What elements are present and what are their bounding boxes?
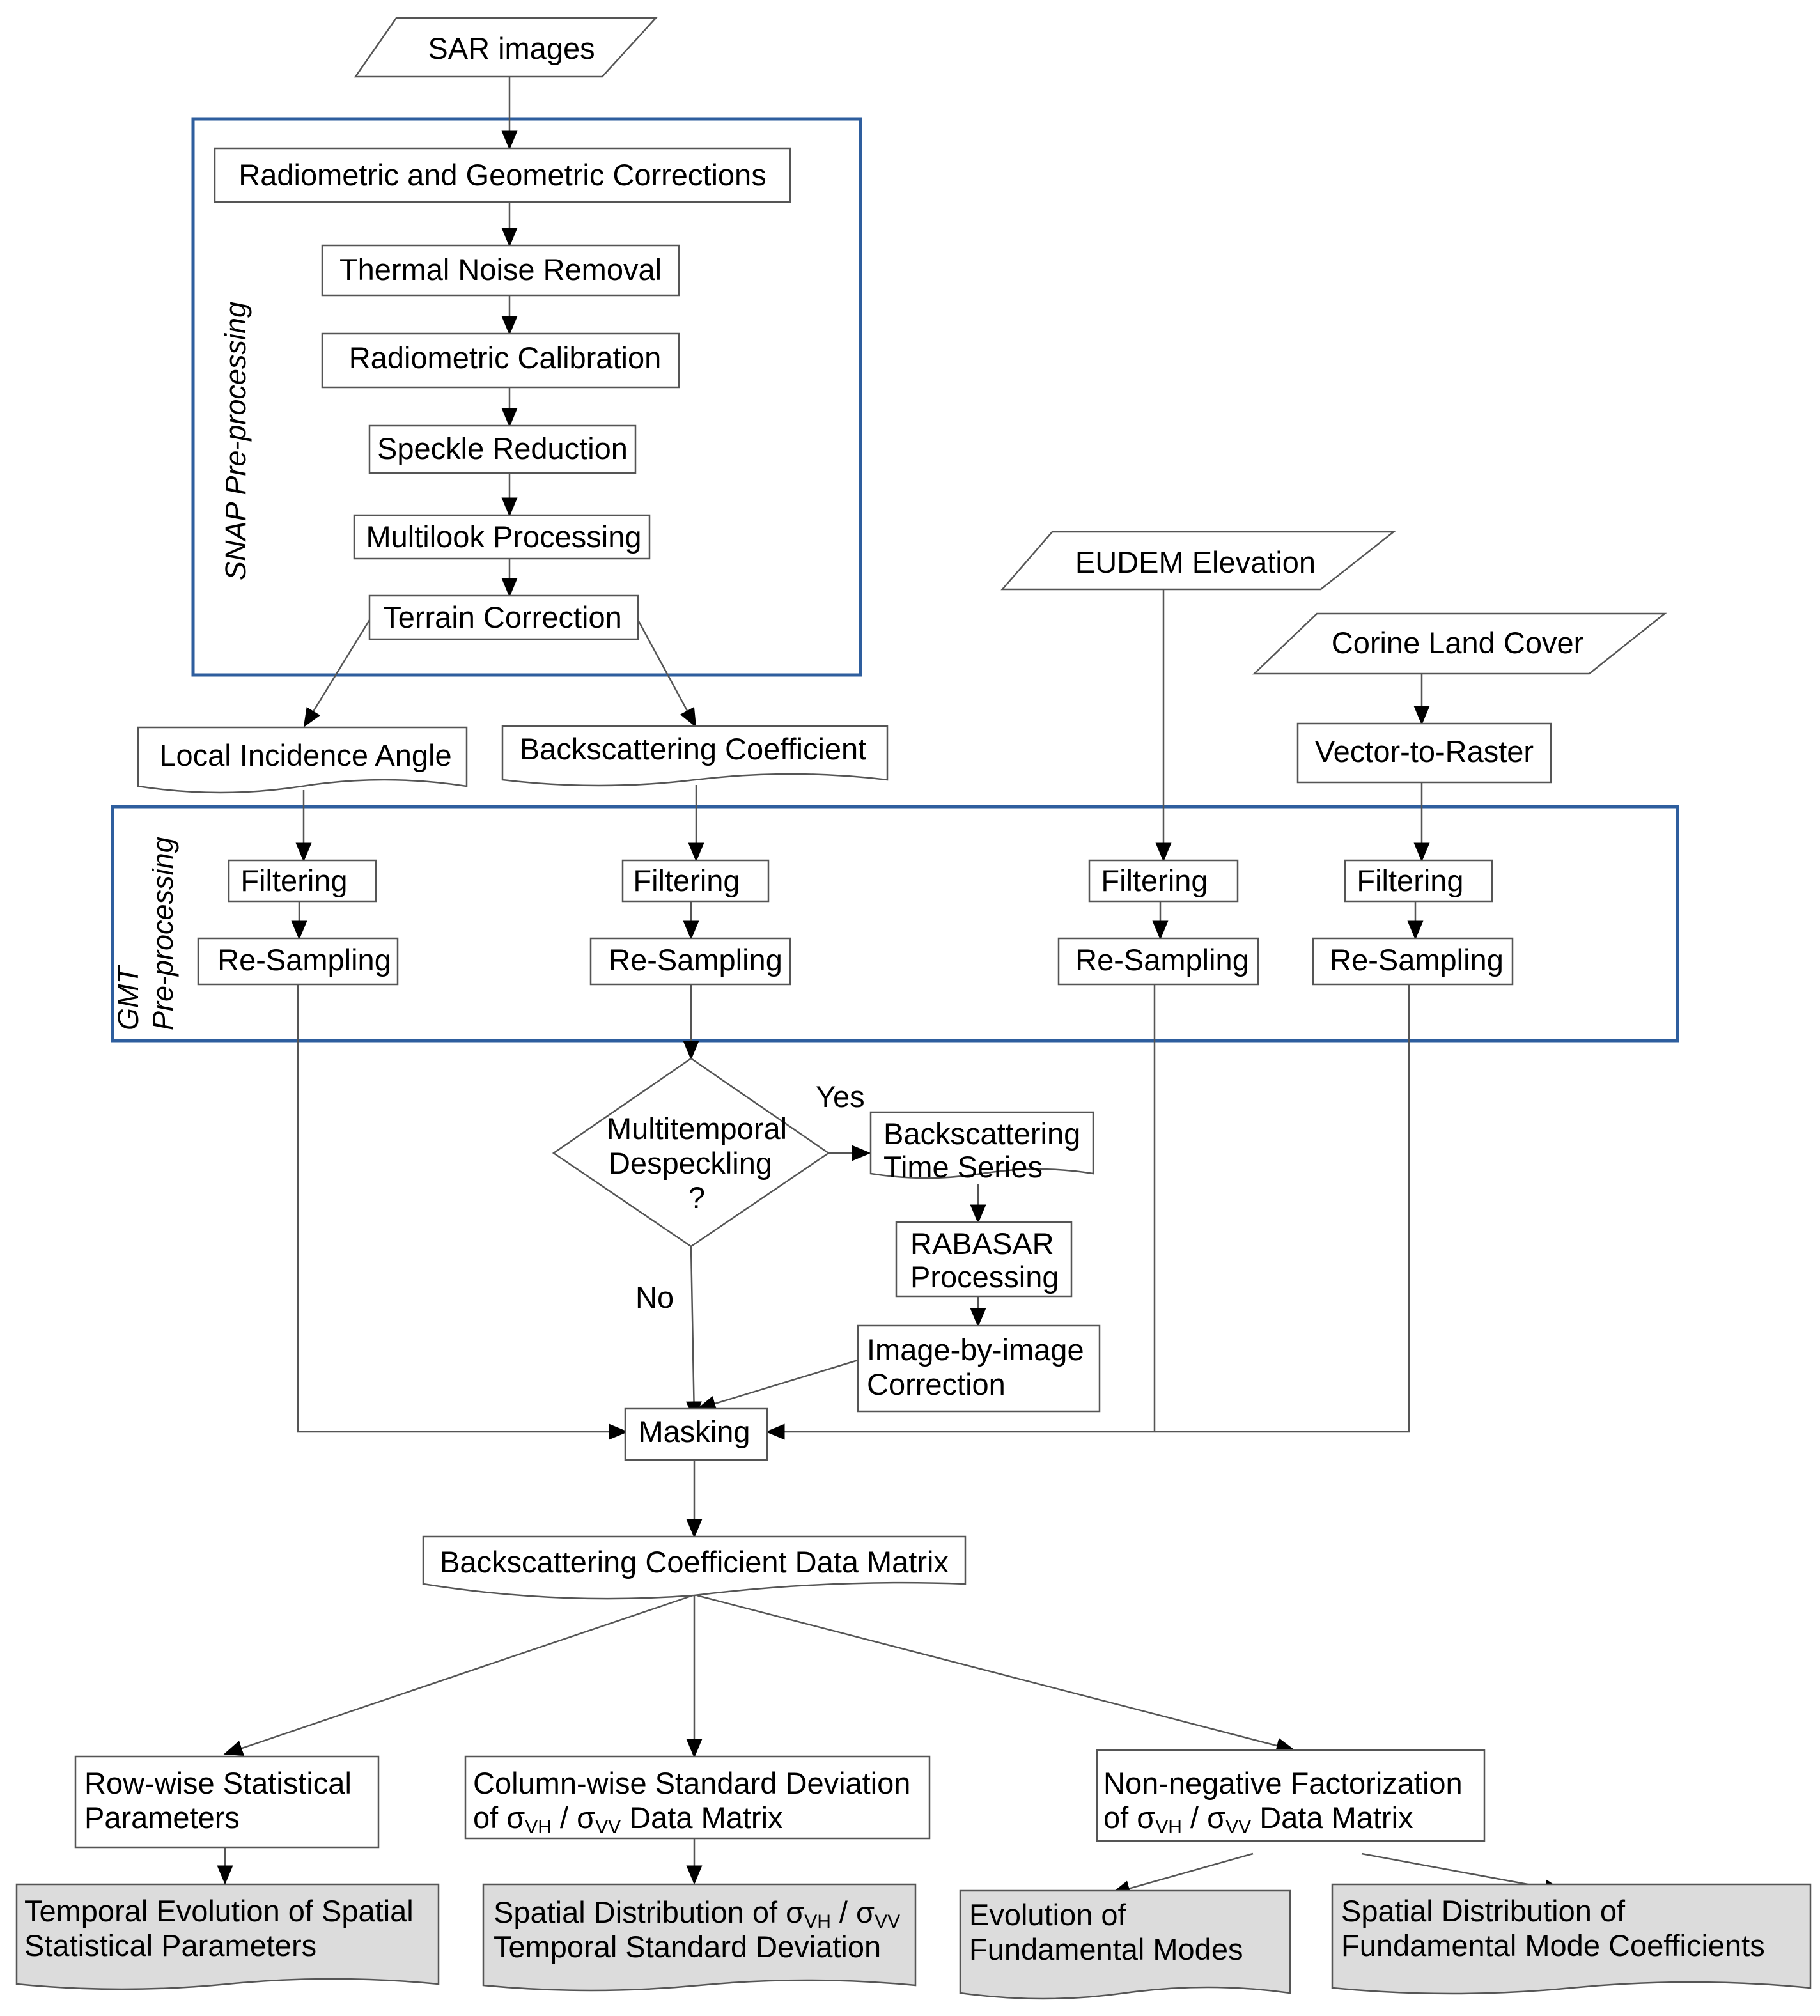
step-resampling-3-label: Re-Sampling bbox=[1075, 943, 1249, 977]
step-resampling-1: Re-Sampling bbox=[197, 937, 399, 986]
spatial-std-line1: Spatial Distribution of σVH / σVV bbox=[494, 1895, 900, 1932]
product-local-incidence-angle-label: Local Incidence Angle bbox=[159, 738, 451, 772]
input-sar-images: SAR images bbox=[354, 17, 658, 78]
step-filtering-3-label: Filtering bbox=[1101, 864, 1208, 897]
edge-nmf-to-modes bbox=[1110, 1852, 1254, 1896]
edge-resample1-to-masking bbox=[297, 984, 628, 1440]
step-multilook-label: Multilook Processing bbox=[366, 520, 641, 554]
step-filtering-2: Filtering bbox=[621, 859, 770, 903]
rabasar-line2: Processing bbox=[910, 1260, 1059, 1294]
step-resampling-1-label: Re-Sampling bbox=[217, 943, 391, 977]
step-filtering-2-label: Filtering bbox=[633, 864, 740, 897]
step-resampling-2-label: Re-Sampling bbox=[609, 943, 782, 977]
input-sar-images-label: SAR images bbox=[428, 31, 595, 65]
step-filtering-3: Filtering bbox=[1088, 859, 1239, 903]
decision-line1: Multitemporal bbox=[607, 1112, 787, 1145]
snap-group-border bbox=[191, 117, 862, 677]
decision-multitemporal-despeckling: Multitemporal Despeckling ? bbox=[552, 1057, 830, 1248]
decision-line2: Despeckling bbox=[609, 1146, 772, 1180]
data-matrix-label: Backscattering Coefficient Data Matrix bbox=[440, 1545, 949, 1579]
gmt-group-label-line2: Pre-processing bbox=[146, 837, 179, 1030]
step-terrain-correction: Terrain Correction bbox=[368, 594, 639, 640]
masking-label: Masking bbox=[638, 1415, 750, 1448]
step-resampling-3: Re-Sampling bbox=[1057, 937, 1259, 986]
product-local-incidence-angle: Local Incidence Angle bbox=[137, 726, 468, 794]
decision-no-label: No bbox=[635, 1280, 674, 1314]
colwise-line2: of σVH / σVV Data Matrix bbox=[473, 1801, 783, 1838]
step-radiometric-geometric-label: Radiometric and Geometric Corrections bbox=[238, 158, 766, 192]
output-spatial-distribution-std: Spatial Distribution of σVH / σVV Tempor… bbox=[482, 1883, 917, 1992]
input-eudem-label: EUDEM Elevation bbox=[1075, 545, 1316, 579]
edge-decision-no bbox=[685, 1246, 702, 1421]
temporal-line2: Statistical Parameters bbox=[24, 1928, 316, 1962]
edges bbox=[217, 77, 1564, 1896]
temporal-line1: Temporal Evolution of Spatial bbox=[24, 1894, 414, 1928]
step-resampling-2: Re-Sampling bbox=[589, 937, 791, 986]
gmt-group-label-line1: GMT bbox=[112, 965, 144, 1030]
spatial-std-line2: Temporal Standard Deviation bbox=[494, 1930, 881, 1964]
step-radiometric-calibration-label: Radiometric Calibration bbox=[349, 341, 661, 375]
product-backscattering-coefficient: Backscattering Coefficient bbox=[501, 725, 889, 787]
analysis-nmf: Non-negative Factorization of σVH / σVV … bbox=[1096, 1749, 1486, 1842]
step-radiometric-calibration: Radiometric Calibration bbox=[321, 332, 680, 389]
step-filtering-4: Filtering bbox=[1344, 859, 1493, 903]
edge-terrain-to-incidence bbox=[303, 619, 371, 728]
edge-datamatrix-to-nmf bbox=[696, 1594, 1296, 1754]
step-filtering-1-label: Filtering bbox=[240, 864, 347, 897]
product-backscattering-coefficient-label: Backscattering Coefficient bbox=[520, 732, 867, 766]
decision-line3: ? bbox=[688, 1181, 705, 1214]
step-image-by-image-correction: Image-by-image Correction bbox=[857, 1324, 1101, 1413]
step-resampling-4: Re-Sampling bbox=[1312, 937, 1514, 986]
step-rabasar-processing: RABASAR Processing bbox=[895, 1221, 1073, 1298]
step-filtering-1: Filtering bbox=[228, 859, 377, 903]
input-eudem-elevation: EUDEM Elevation bbox=[1000, 531, 1396, 591]
rabasar-line1: RABASAR bbox=[910, 1227, 1054, 1260]
gmt-group-border bbox=[111, 805, 1679, 1043]
step-masking: Masking bbox=[624, 1407, 768, 1461]
step-vector-to-raster: Vector-to-Raster bbox=[1296, 722, 1552, 784]
edge-correction-to-masking bbox=[696, 1359, 859, 1411]
coeff-line2: Fundamental Mode Coefficients bbox=[1341, 1928, 1765, 1962]
product-backscattering-time-series: Backscattering Time Series bbox=[869, 1111, 1094, 1184]
colwise-line1: Column-wise Standard Deviation bbox=[473, 1766, 910, 1800]
input-corine-label: Corine Land Cover bbox=[1332, 626, 1584, 660]
output-mode-coefficients: Spatial Distribution of Fundamental Mode… bbox=[1331, 1883, 1812, 1995]
correction-line2: Correction bbox=[867, 1367, 1006, 1401]
snap-group-label: SNAP Pre-processing bbox=[219, 302, 252, 580]
modes-line2: Fundamental Modes bbox=[969, 1932, 1243, 1966]
nmf-line1: Non-negative Factorization bbox=[1103, 1766, 1463, 1800]
step-terrain-correction-label: Terrain Correction bbox=[383, 600, 622, 634]
step-filtering-4-label: Filtering bbox=[1357, 864, 1463, 897]
edge-datamatrix-to-rowwise bbox=[223, 1594, 694, 1756]
step-thermal-noise-removal: Thermal Noise Removal bbox=[321, 244, 680, 297]
analysis-rowwise-statistics: Row-wise Statistical Parameters bbox=[74, 1755, 380, 1849]
time-series-line2: Time Series bbox=[883, 1150, 1043, 1184]
step-speckle-reduction: Speckle Reduction bbox=[368, 424, 637, 474]
step-vector-to-raster-label: Vector-to-Raster bbox=[1315, 734, 1534, 768]
step-resampling-4-label: Re-Sampling bbox=[1330, 943, 1504, 977]
product-data-matrix: Backscattering Coefficient Data Matrix bbox=[422, 1535, 967, 1600]
output-temporal-evolution: Temporal Evolution of Spatial Statistica… bbox=[15, 1883, 440, 1990]
output-evolution-modes: Evolution of Fundamental Modes bbox=[959, 1889, 1291, 2000]
input-corine-land-cover: Corine Land Cover bbox=[1252, 612, 1667, 675]
decision-yes-label: Yes bbox=[816, 1080, 865, 1113]
edge-terrain-to-backscatter bbox=[637, 619, 697, 728]
nmf-line2: of σVH / σVV Data Matrix bbox=[1103, 1801, 1413, 1838]
step-thermal-noise-label: Thermal Noise Removal bbox=[339, 252, 662, 286]
modes-line1: Evolution of bbox=[969, 1898, 1127, 1932]
step-radiometric-geometric-corrections: Radiometric and Geometric Corrections bbox=[214, 147, 791, 203]
step-multilook-processing: Multilook Processing bbox=[353, 514, 651, 560]
step-speckle-reduction-label: Speckle Reduction bbox=[377, 431, 628, 465]
edge-resample4-to-masking bbox=[1155, 984, 1410, 1433]
rowwise-line1: Row-wise Statistical bbox=[84, 1766, 352, 1800]
rowwise-line2: Parameters bbox=[84, 1801, 240, 1834]
coeff-line1: Spatial Distribution of bbox=[1341, 1894, 1626, 1928]
analysis-columnwise-std: Column-wise Standard Deviation of σVH / … bbox=[464, 1755, 931, 1840]
correction-line1: Image-by-image bbox=[867, 1333, 1084, 1367]
time-series-line1: Backscattering bbox=[883, 1117, 1080, 1151]
